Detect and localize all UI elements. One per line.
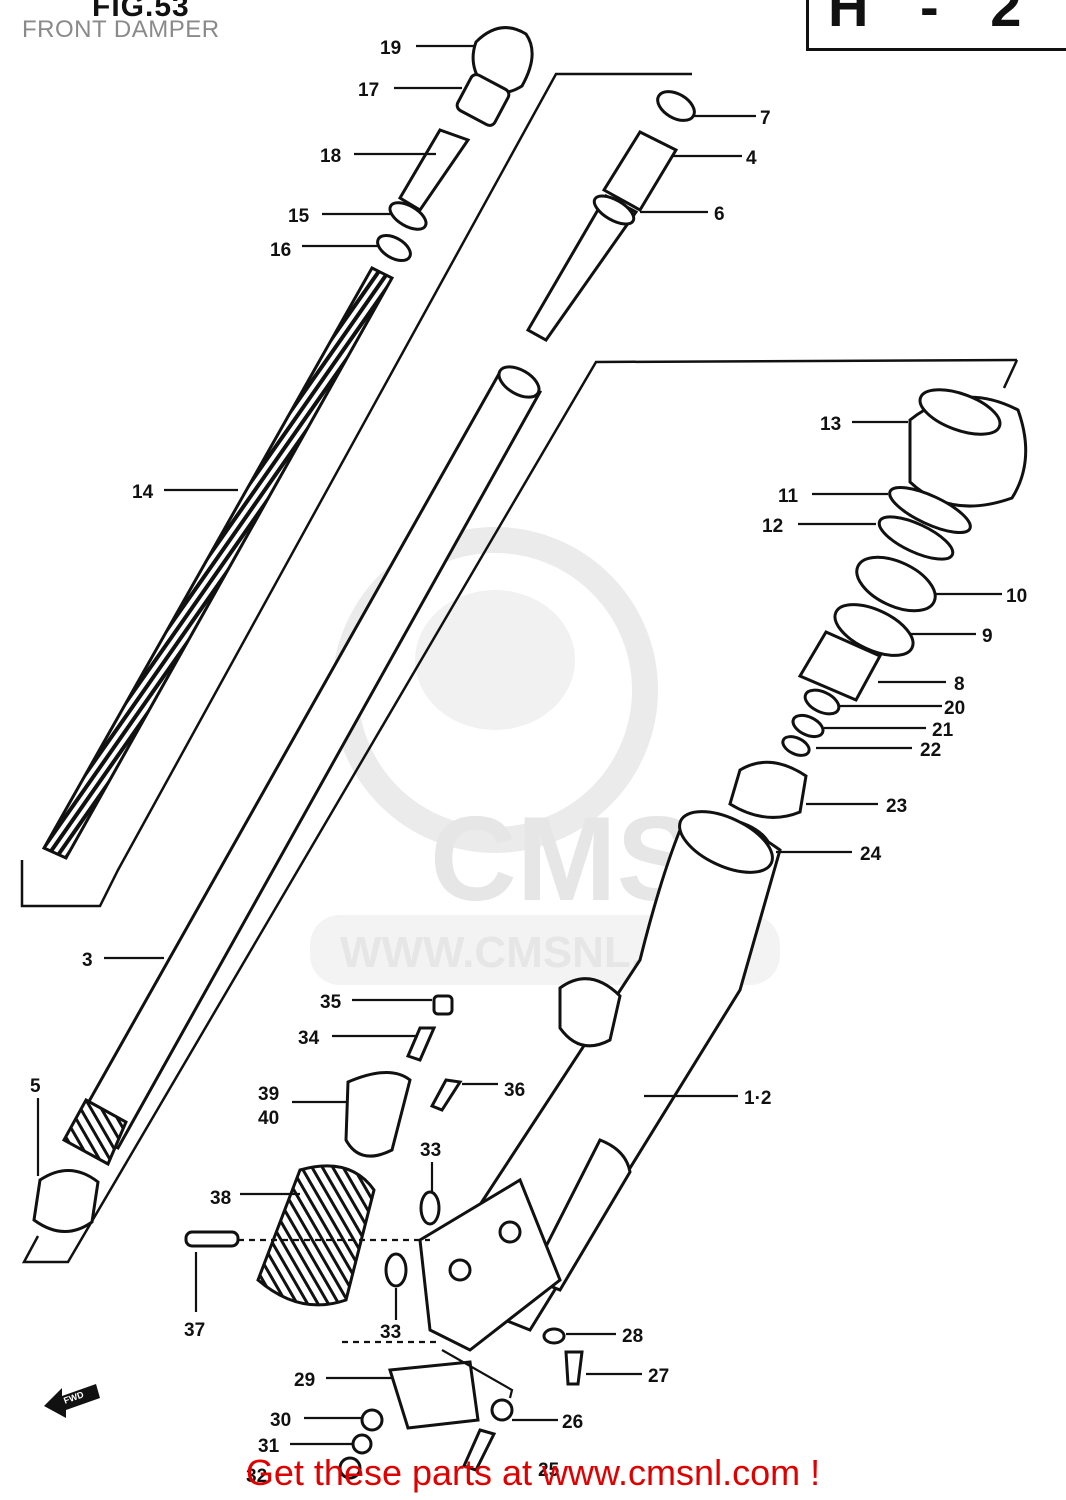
- callout-label: 4: [746, 148, 757, 169]
- callout-label: 10: [1006, 586, 1027, 607]
- washer-28: [542, 1327, 566, 1345]
- spring-bracket: [20, 72, 692, 908]
- cap-19: [471, 26, 534, 94]
- callout-label: 25: [538, 1460, 560, 1481]
- callout-label: 15: [288, 206, 310, 227]
- seal-stack: [712, 388, 1028, 858]
- damper-rod-assembly: [525, 90, 696, 342]
- callout-label: 7: [760, 108, 771, 129]
- callout-label: 5: [30, 1076, 41, 1097]
- callout-label: 39: [258, 1084, 279, 1105]
- screw-36: [429, 1078, 463, 1112]
- callout-label: 6: [714, 204, 725, 225]
- oring-33b: [384, 1252, 408, 1288]
- bushing-5: [32, 1169, 100, 1233]
- cms-watermark: CMS WWW.CMSNL.COM: [310, 527, 780, 985]
- clamp-29: [388, 1360, 480, 1430]
- callout-labels: 19 17 18 15 16 14 7 4 6 13 11 12 10 9 8 …: [30, 38, 1027, 1487]
- guide-8: [797, 630, 883, 702]
- callout-label: 27: [648, 1366, 669, 1387]
- oring-33a: [419, 1190, 441, 1226]
- callout-label: 12: [762, 516, 783, 537]
- callout-label: 34: [298, 1028, 320, 1049]
- bolt-27: [564, 1350, 584, 1386]
- bolt-37: [184, 1230, 240, 1248]
- callout-label: 33: [420, 1140, 441, 1161]
- slide-bushing: [32, 1169, 100, 1233]
- diagram-title: FRONT DAMPER: [22, 16, 220, 43]
- callout-label: 32: [246, 1466, 267, 1487]
- fork-spring: [41, 266, 395, 860]
- callout-label: 24: [860, 844, 882, 865]
- axle-clamp-parts: [338, 1327, 584, 1480]
- callout-label: 19: [380, 38, 401, 59]
- inner-tube: [61, 365, 543, 1167]
- callout-label: 17: [358, 80, 379, 101]
- ring-16: [376, 234, 412, 262]
- bolt-25: [461, 1428, 497, 1472]
- callout-label: 22: [920, 740, 941, 761]
- clip-21: [791, 713, 825, 739]
- piston-4: [601, 130, 679, 213]
- nut-32: [338, 1456, 362, 1480]
- assembly-brackets: [20, 72, 1019, 1264]
- watermark-brand: CMS: [430, 792, 697, 926]
- callout-label: 9: [982, 626, 993, 647]
- leader-lines: [36, 44, 1002, 1446]
- anti-dive-parts: [184, 994, 463, 1307]
- section-code: H - 2: [828, 0, 1040, 38]
- callout-label: 33: [380, 1322, 401, 1343]
- callout-label: 13: [820, 414, 841, 435]
- ring-22: [781, 735, 811, 757]
- washer-20: [803, 688, 841, 716]
- cap-35: [432, 994, 454, 1016]
- callout-label: 31: [258, 1436, 280, 1457]
- figure-number: FIG.53: [92, 0, 190, 23]
- cover-38: [256, 1164, 376, 1307]
- rod-18: [397, 128, 471, 213]
- forward-direction-arrow: FWD: [44, 1384, 100, 1418]
- housing-39-40: [344, 1070, 412, 1158]
- washer-15: [388, 201, 428, 231]
- callout-label: 37: [184, 1320, 205, 1341]
- bolt-34: [405, 1026, 437, 1062]
- ring-12: [877, 515, 955, 561]
- callout-label: 16: [270, 240, 291, 261]
- callout-label: 1·2: [744, 1088, 771, 1109]
- callout-label: 40: [258, 1108, 279, 1129]
- callout-label: 14: [132, 482, 154, 503]
- callout-label: 8: [954, 674, 965, 695]
- callout-label: 3: [82, 950, 93, 971]
- seal-7: [656, 90, 696, 122]
- caliper-mount: [418, 1177, 562, 1352]
- washer-30: [360, 1408, 384, 1432]
- washer-26: [490, 1398, 514, 1422]
- callout-label: 18: [320, 146, 341, 167]
- callout-label: 23: [886, 796, 907, 817]
- callout-label: 26: [562, 1412, 583, 1433]
- callout-label: 35: [320, 992, 342, 1013]
- callout-label: 30: [270, 1410, 291, 1431]
- callout-label: 36: [504, 1080, 525, 1101]
- callout-label: 20: [944, 698, 965, 719]
- callout-label: 38: [210, 1188, 231, 1209]
- ring-11: [888, 485, 972, 535]
- callout-label: 21: [932, 720, 954, 741]
- callout-label: 29: [294, 1370, 315, 1391]
- inner-tube-bracket: [21, 358, 1018, 1264]
- fork-cap-assembly: [376, 26, 534, 262]
- ring-10: [855, 555, 937, 613]
- bolt-17: [455, 73, 511, 127]
- section-box: [806, 0, 1066, 51]
- callout-label: 28: [622, 1326, 643, 1347]
- outer-tube: [418, 810, 782, 1352]
- cylinder-23: [728, 760, 808, 819]
- callout-label: 11: [778, 486, 799, 507]
- parts-link-banner[interactable]: Get these parts at www.cmsnl.com !: [245, 1452, 821, 1493]
- washer-31: [351, 1433, 373, 1455]
